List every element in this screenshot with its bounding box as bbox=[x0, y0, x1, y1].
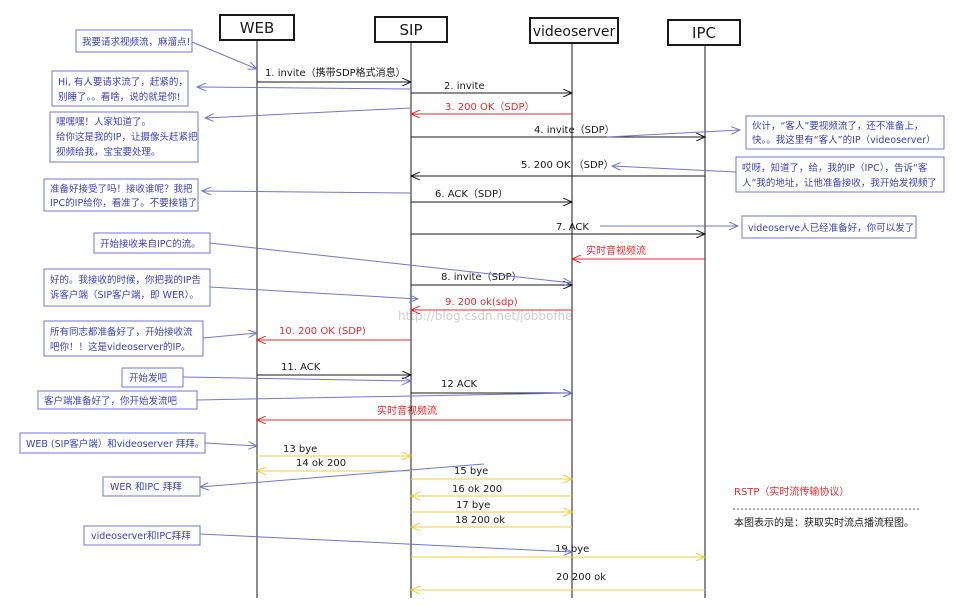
note-5: 哎呀，知道了，给，我的IP（IPC），告诉“客 人”我的地址，让他准备接收，我开… bbox=[612, 156, 945, 193]
participant-web-label: WEB bbox=[240, 19, 275, 37]
note-10-line-2: 吧你！！这是videoserver的IP。 bbox=[50, 341, 191, 353]
note-3-line-1: 嘿嘿嘿！人家知道了。 bbox=[56, 116, 151, 128]
participant-ipc-label: IPC bbox=[692, 24, 716, 42]
note-9: 好的。我接收的时候，你把我的IP告 诉客户端（SIP客户端，即 WER）。 bbox=[43, 268, 418, 307]
message-15-label: 15 bye bbox=[454, 466, 488, 477]
note-6: 准备好接受了吗！接收谁呢？我把 IPC的IP给你，看准了。不要接错了 bbox=[43, 178, 412, 212]
media-stream-videoserver-to-web: 实时音视频流 bbox=[257, 404, 572, 420]
message-16-label: 16 ok 200 bbox=[452, 484, 502, 495]
message-7-label: 7. ACK bbox=[556, 222, 589, 233]
note-10: 所有同志都准备好了，开始接收流 吧你！！这是videoserver的IP。 bbox=[43, 320, 257, 357]
note-4-line-2: 快。。我这里有“客人”的IP（videoserver） bbox=[752, 134, 936, 146]
participant-ipc: IPC bbox=[667, 19, 741, 46]
message-8-label: 8. invite（SDP） bbox=[441, 271, 522, 283]
message-12-label: 12 ACK bbox=[441, 379, 478, 390]
message-20-label: 20 200 ok bbox=[556, 572, 606, 583]
media-stream-2-label: 实时音视频流 bbox=[377, 404, 437, 417]
note-8-line-1: 开始接收来自IPC的流。 bbox=[100, 238, 201, 250]
note-2: Hi, 有人要请求流了，赶紧的， 别睡了。。看啥，说的就是你! bbox=[51, 70, 412, 107]
message-1: 1. invite（携带SDP格式消息） bbox=[257, 66, 411, 82]
legend-protocol: RSTP（实时流传输协议） bbox=[734, 485, 849, 498]
message-9: 9. 200 ok(sdp) bbox=[411, 297, 572, 310]
message-13: 13 bye bbox=[257, 444, 411, 456]
message-5-label: 5. 200 OK （SDP） bbox=[521, 159, 614, 171]
note-11: 开始发吧 bbox=[121, 367, 411, 388]
message-20: 20 200 ok bbox=[411, 572, 705, 590]
participant-headers: WEB SIP videoserver IPC bbox=[219, 14, 741, 46]
watermark-text: http://blog.csdn.net/jobbofhe bbox=[398, 309, 573, 323]
participant-web: WEB bbox=[219, 14, 295, 41]
legend: RSTP（实时流传输协议） 本图表示的是：获取实时流点播流程图。 bbox=[733, 485, 920, 529]
message-13-label: 13 bye bbox=[283, 444, 317, 455]
participant-videoserver-label: videoserver bbox=[533, 24, 616, 40]
message-9-label: 9. 200 ok(sdp) bbox=[445, 297, 518, 308]
note-12-line-1: 客户端准备好了，你开始发流吧 bbox=[44, 395, 178, 407]
message-6-label: 6. ACK（SDP） bbox=[435, 188, 508, 200]
message-1-label: 1. invite（携带SDP格式消息） bbox=[265, 66, 406, 79]
note-14: WER 和IPC 拜拜 bbox=[102, 463, 485, 497]
note-11-line-1: 开始发吧 bbox=[129, 372, 168, 384]
notes: 我要请求视频流，麻溜点! Hi, 有人要请求流了，赶紧的， 别睡了。。看啥，说的… bbox=[19, 29, 945, 552]
note-8: 开始接收来自IPC的流。 bbox=[93, 232, 572, 283]
message-14: 14 ok 200 bbox=[257, 458, 411, 471]
note-4: 伙计，“客人”要视频流了，还不准备上， 快。。我这里有“客人”的IP（video… bbox=[606, 115, 945, 150]
message-18: 18 200 ok bbox=[411, 515, 572, 527]
note-3-line-3: 视频给我，宝宝要处理。 bbox=[56, 146, 161, 158]
message-4-label: 4. invite（SDP） bbox=[534, 124, 615, 136]
note-15-line-1: videoserver和IPC拜拜 bbox=[91, 531, 191, 542]
messages: 1. invite（携带SDP格式消息） 2. invite 3. 200 OK… bbox=[257, 66, 705, 590]
message-17: 17 bye bbox=[411, 500, 572, 512]
note-9-line-2: 诉客户端（SIP客户端，即 WER）。 bbox=[50, 289, 199, 301]
message-5: 5. 200 OK （SDP） bbox=[411, 159, 705, 176]
note-10-line-1: 所有同志都准备好了，开始接收流 bbox=[50, 326, 193, 338]
note-3-line-2: 给你这是我的IP，让摄像头赶紧把 bbox=[56, 131, 198, 143]
note-1: 我要请求视频流，麻溜点! bbox=[75, 29, 257, 69]
note-3: 嘿嘿嘿！人家知道了。 给你这是我的IP，让摄像头赶紧把 视频给我，宝宝要处理。 bbox=[49, 107, 412, 163]
message-11-label: 11. ACK bbox=[281, 362, 321, 373]
note-2-line-2: 别睡了。。看啥，说的就是你! bbox=[58, 91, 181, 103]
note-14-line-1: WER 和IPC 拜拜 bbox=[110, 482, 182, 493]
note-5-line-1: 哎呀，知道了，给，我的IP（IPC），告诉“客 bbox=[742, 162, 928, 174]
note-7-line-1: videoserve人已经准备好，你可以发了 bbox=[748, 222, 914, 234]
message-6: 6. ACK（SDP） bbox=[411, 188, 572, 202]
note-9-line-1: 好的。我接收的时候，你把我的IP告 bbox=[50, 274, 201, 286]
media-stream-1-label: 实时音视频流 bbox=[586, 244, 646, 257]
message-8: 8. invite（SDP） bbox=[411, 271, 572, 285]
message-10: 10. 200 OK (SDP) bbox=[257, 326, 411, 340]
message-17-label: 17 bye bbox=[456, 500, 490, 511]
participant-videoserver: videoserver bbox=[529, 17, 619, 44]
message-12: 12 ACK bbox=[411, 379, 572, 393]
media-stream-ipc-to-videoserver: 实时音视频流 bbox=[572, 244, 705, 259]
note-15: videoserver和IPC拜拜 bbox=[83, 525, 572, 552]
note-4-line-1: 伙计，“客人”要视频流了，还不准备上， bbox=[752, 120, 923, 132]
note-6-line-1: 准备好接受了吗！接收谁呢？我把 bbox=[50, 183, 193, 195]
message-16: 16 ok 200 bbox=[411, 484, 572, 496]
message-10-label: 10. 200 OK (SDP) bbox=[279, 326, 366, 337]
note-2-line-1: Hi, 有人要请求流了，赶紧的， bbox=[58, 76, 188, 88]
message-2-label: 2. invite bbox=[444, 81, 485, 92]
message-14-label: 14 ok 200 bbox=[296, 458, 346, 469]
note-12: 客户端准备好了，你开始发流吧 bbox=[37, 391, 572, 410]
message-7: 7. ACK bbox=[411, 222, 705, 234]
message-18-label: 18 200 ok bbox=[455, 515, 505, 526]
participant-sip-label: SIP bbox=[400, 21, 423, 39]
message-15: 15 bye bbox=[411, 466, 572, 479]
note-5-line-2: 人”我的地址，让他准备接收，我开始发视频了 bbox=[742, 177, 937, 189]
message-19-label: 19 bye bbox=[555, 544, 589, 555]
note-6-line-2: IPC的IP给你，看准了。不要接错了 bbox=[50, 197, 197, 209]
participant-sip: SIP bbox=[374, 16, 448, 43]
note-13-line-1: WEB (SIP客户端）和videoserver 拜拜。 bbox=[26, 438, 204, 450]
message-3-label: 3. 200 OK（SDP） bbox=[445, 101, 535, 113]
note-13: WEB (SIP客户端）和videoserver 拜拜。 bbox=[19, 432, 257, 454]
message-4: 4. invite（SDP） bbox=[411, 124, 705, 137]
message-3: 3. 200 OK（SDP） bbox=[411, 101, 572, 114]
message-2: 2. invite bbox=[411, 81, 572, 93]
note-7: videoserve人已经准备好，你可以发了 bbox=[600, 215, 917, 239]
message-11: 11. ACK bbox=[257, 362, 411, 375]
legend-caption: 本图表示的是：获取实时流点播流程图。 bbox=[734, 516, 914, 529]
note-1-line-1: 我要请求视频流，麻溜点! bbox=[82, 36, 190, 48]
